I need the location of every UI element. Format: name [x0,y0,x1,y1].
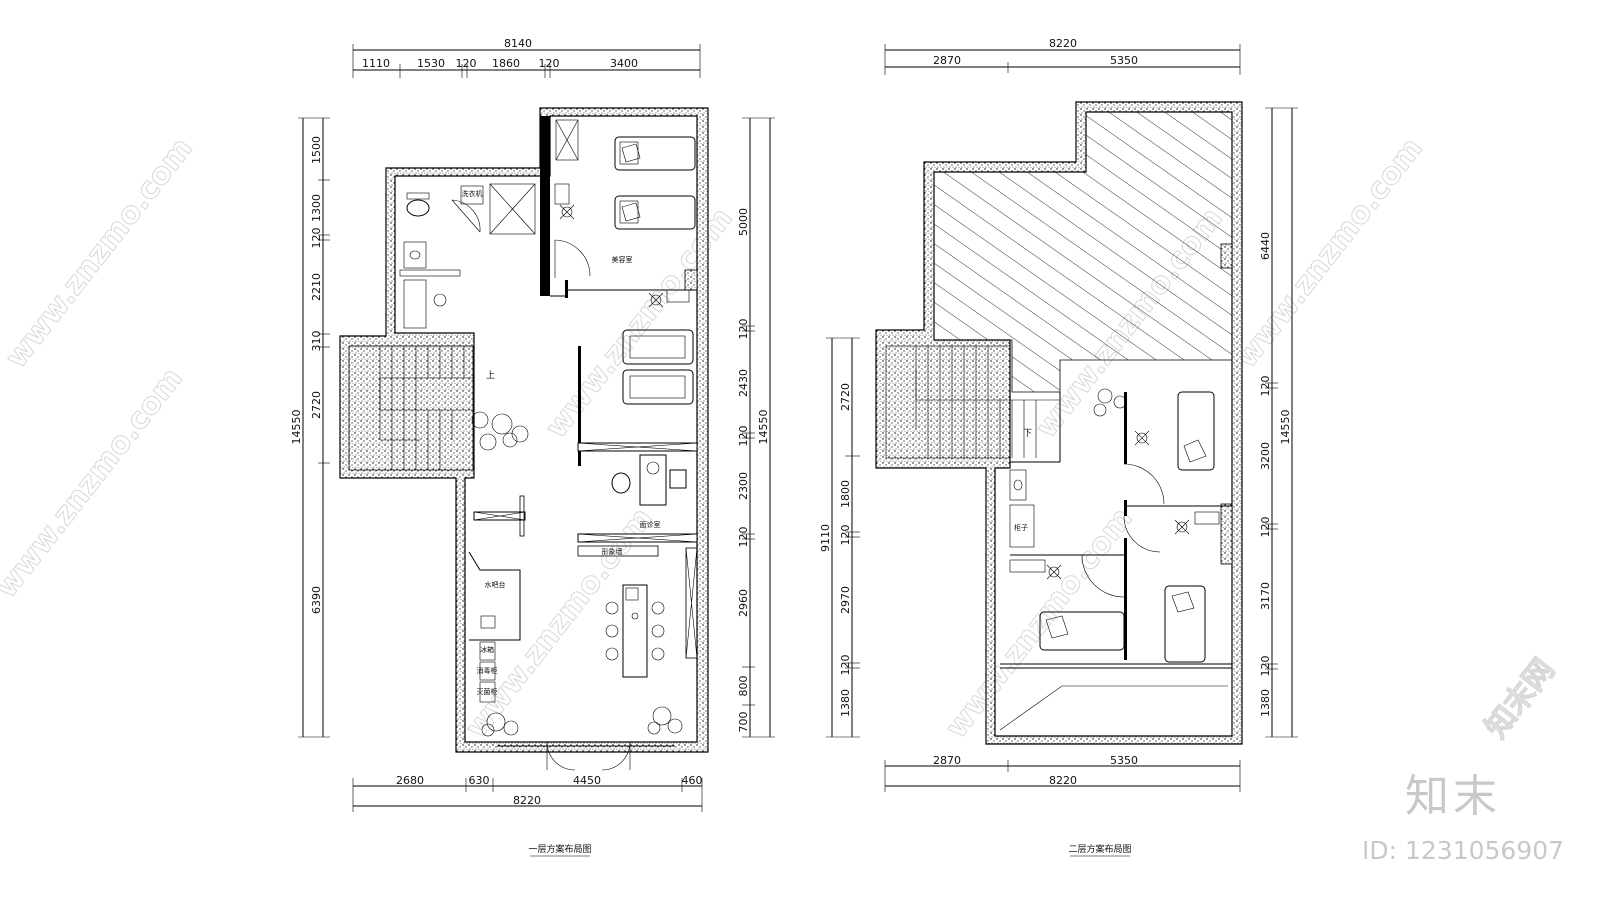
staircase: 下 [885,345,1060,459]
plan-caption: 一层方案布局图 [528,843,591,855]
dim-top-part: 120 [539,57,560,70]
dim-right-part: 6440 [1259,232,1272,260]
watermark-text: www.znzmo.com [939,501,1140,745]
dim-right-part: 700 [737,712,750,733]
dim-left-total: 9110 [819,524,832,552]
second-floor-plan: 8220 2870 5350 9110 2720 1800 120 2970 1… [819,37,1298,857]
dim-top-total: 8140 [504,37,532,50]
dim-left-part: 1300 [310,194,323,222]
cabinet-label: 柜子 [1014,523,1028,532]
dim-bottom-part: 2680 [396,774,424,787]
dim-right-part: 2430 [737,369,750,397]
dim-left-part: 310 [310,331,323,352]
void-hatch [933,111,1233,393]
plant-icon [1093,388,1127,417]
dim-bottom-part: 630 [469,774,490,787]
beauty-bed [614,136,696,171]
dim-top-part: 120 [456,57,477,70]
consult-desk [611,454,687,506]
dim-top-part: 3400 [610,57,638,70]
watermark-text: www.znzmo.com [0,131,200,375]
dim-right-part: 120 [737,527,750,548]
stair-down-label: 下 [1023,429,1032,439]
meeting-table [605,584,665,678]
dim-bottom-total: 8220 [513,794,541,807]
dim-bottom-part: 460 [682,774,703,787]
chair-icon [1174,519,1190,535]
dim-left-part: 1800 [839,480,852,508]
plant-icon [481,712,519,737]
first-floor-plan: 8140 1110 1530 120 1860 120 3400 14550 1… [290,37,775,857]
chair-icon [1046,564,1062,580]
dim-left-total: 14550 [290,410,303,445]
dim-right-part: 120 [1259,376,1272,397]
dim-right-part: 3170 [1259,582,1272,610]
chair-icon [1134,430,1150,446]
dim-right-part: 2300 [737,472,750,500]
staircase: 上 [379,346,495,470]
dim-right-part: 1380 [1259,689,1272,717]
dim-top-part: 2870 [933,54,961,67]
image-id-label: ID: 1231056907 [1362,836,1565,865]
dim-right-part: 120 [737,319,750,340]
dim-left-part: 6390 [310,586,323,614]
dim-left-part: 120 [839,655,852,676]
dim-top-part: 1110 [362,57,390,70]
dim-left-part: 2720 [839,383,852,411]
consult-room-label: 面诊室 [640,520,661,529]
treatment-bed [622,369,694,405]
plan-caption: 二层方案布局图 [1068,843,1131,855]
dim-right-total: 14550 [1279,410,1292,445]
dim-left-part: 1500 [310,136,323,164]
dim-top-part: 1530 [417,57,445,70]
dim-bottom-part: 2870 [933,754,961,767]
dim-left-part: 2210 [310,273,323,301]
dim-left-part: 2970 [839,586,852,614]
toilet-icon [406,192,430,217]
treatment-bed [622,329,694,365]
washer-label: 洗衣机 [462,189,483,198]
dim-right-part: 2960 [737,589,750,617]
chair-icon [559,204,575,220]
watermark-text: 知末网 [1479,652,1562,744]
dim-bottom-part: 4450 [573,774,601,787]
dim-top-part: 5350 [1110,54,1138,67]
dim-right-part: 120 [1259,517,1272,538]
water-bar-label: 水吧台 [485,580,506,589]
dim-left-part: 2720 [310,391,323,419]
dim-bottom-part: 5350 [1110,754,1138,767]
beauty-bed [1177,391,1215,471]
beauty-bed [1164,585,1206,663]
dim-right-part: 3200 [1259,442,1272,470]
dim-right-total: 14550 [757,410,770,445]
chair-icon [648,292,664,308]
disinfect-label: 消毒柜 [477,666,498,675]
watermark-layer: www.znzmo.com www.znzmo.com www.znzmo.co… [0,131,1562,746]
watermark-text: www.znzmo.com [539,201,740,445]
watermark-text: www.znzmo.com [0,361,190,605]
stair-up-label: 上 [486,370,495,381]
dim-left-part: 120 [839,525,852,546]
beauty-bed [614,195,696,230]
image-wall-label: 形象墙 [602,547,623,556]
dim-bottom-total: 8220 [1049,774,1077,787]
dim-right-part: 800 [737,676,750,697]
dim-left-part: 1380 [839,689,852,717]
dim-right-part: 120 [737,426,750,447]
exterior-wall [339,107,709,753]
beauty-bed [1039,611,1125,651]
dim-left-part: 120 [310,228,323,249]
plant-icon [471,411,529,451]
dim-right-part: 5000 [737,208,750,236]
fridge-label: 冰箱 [480,645,494,654]
brand-watermark: 知末 [1405,771,1501,822]
sterilizer-label: 灭菌柜 [477,687,498,696]
plant-icon [647,706,683,735]
beauty-room-label: 美容室 [612,255,633,264]
dim-top-total: 8220 [1049,37,1077,50]
dim-top-part: 1860 [492,57,520,70]
dim-right-part: 120 [1259,656,1272,677]
